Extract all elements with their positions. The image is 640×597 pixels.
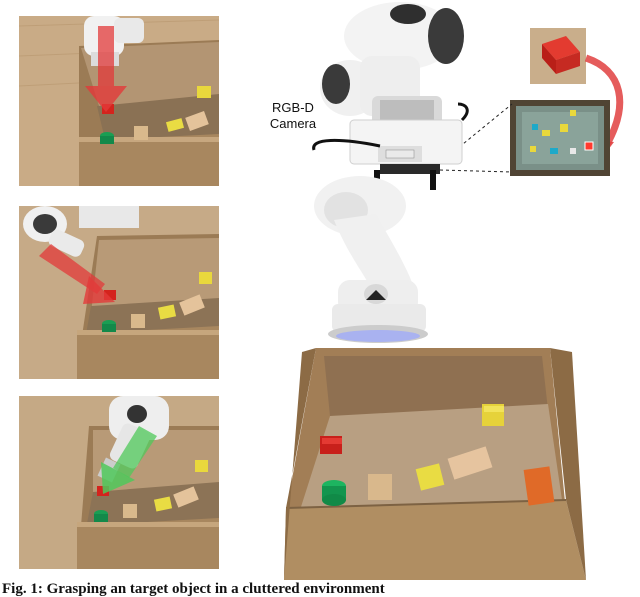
- camera-label: RGB-D Camera: [269, 100, 317, 131]
- photo-panel-approach: [19, 206, 219, 379]
- yellow-cube: [197, 86, 211, 98]
- target-object-inset: [530, 28, 586, 84]
- camera-view-inset: [510, 100, 610, 176]
- figure-caption: Fig. 1: Grasping an target object in a c…: [2, 582, 385, 597]
- photo-panel-grasp: [19, 396, 219, 569]
- robot-scene: [250, 0, 640, 580]
- franka-robot-arm: [312, 2, 469, 343]
- photo-panel-reach: [19, 16, 219, 186]
- cardboard-box: [284, 348, 586, 580]
